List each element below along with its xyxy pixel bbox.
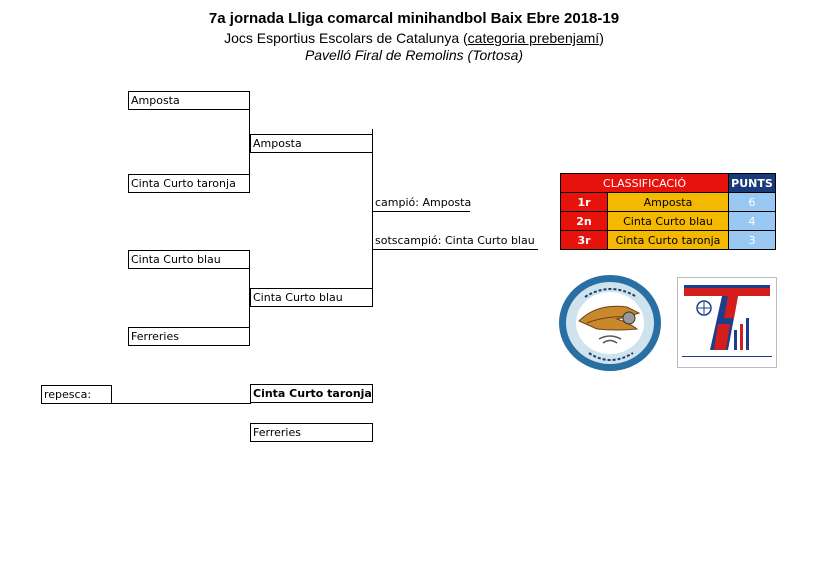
handball-club-emblem-icon	[557, 273, 663, 373]
table-row: 2n Cinta Curto blau 4	[560, 211, 776, 231]
page-subtitle: Jocs Esportius Escolars de Catalunya (ca…	[0, 30, 828, 46]
champion-underline	[373, 211, 470, 212]
position-cell: 2n	[560, 211, 608, 231]
bracket-connector-final-top	[372, 129, 373, 135]
bracket-connector-final	[372, 129, 373, 289]
bracket-final-team1: Amposta	[250, 134, 373, 153]
repesca-label: repesca:	[41, 385, 112, 404]
runnerup-underline	[373, 249, 538, 250]
points-cell: 4	[728, 211, 776, 231]
table-row: 3r Cinta Curto taronja 3	[560, 230, 776, 250]
repesca-team1: Cinta Curto taronja	[250, 384, 373, 403]
bracket-semi1-team2: Cinta Curto taronja	[128, 174, 250, 193]
team-cell: Cinta Curto taronja	[607, 230, 729, 250]
position-cell: 3r	[560, 230, 608, 250]
subtitle-prefix: Jocs Esportius Escolars de Catalunya (	[224, 30, 468, 46]
bracket-connector-semi2	[249, 269, 250, 328]
position-cell: 1r	[560, 192, 608, 212]
classification-table: CLASSIFICACIÓ PUNTS 1r Amposta 6 2n Cint…	[560, 173, 776, 250]
table-row: 1r Amposta 6	[560, 192, 776, 212]
points-cell: 6	[728, 192, 776, 212]
venue: Pavelló Firal de Remolins (Tortosa)	[304, 47, 524, 63]
subtitle-suffix: )	[599, 30, 604, 46]
points-header: PUNTS	[728, 173, 776, 193]
bracket-connector-semi1	[249, 110, 250, 175]
points-cell: 3	[728, 230, 776, 250]
classification-header: CLASSIFICACIÓ	[560, 173, 729, 193]
champion-label: campió: Amposta	[375, 196, 472, 209]
bracket-semi1-team1: Amposta	[128, 91, 250, 110]
page-title: 7a jornada Lliga comarcal minihandbol Ba…	[208, 10, 620, 27]
runnerup-label: sotscampió: Cinta Curto blau	[375, 234, 535, 247]
bracket-final-team2: Cinta Curto blau	[250, 288, 373, 307]
bracket-semi2-team1: Cinta Curto blau	[128, 250, 250, 269]
centre-esports-tortosa-logo-icon	[677, 277, 777, 368]
repesca-team2: Ferreries	[250, 423, 373, 442]
subtitle-category: categoria prebenjamí	[467, 30, 600, 46]
classification-header-row: CLASSIFICACIÓ PUNTS	[560, 173, 776, 193]
bracket-semi2-team2: Ferreries	[128, 327, 250, 346]
team-cell: Amposta	[607, 192, 729, 212]
repesca-line	[111, 403, 251, 404]
team-cell: Cinta Curto blau	[607, 211, 729, 231]
